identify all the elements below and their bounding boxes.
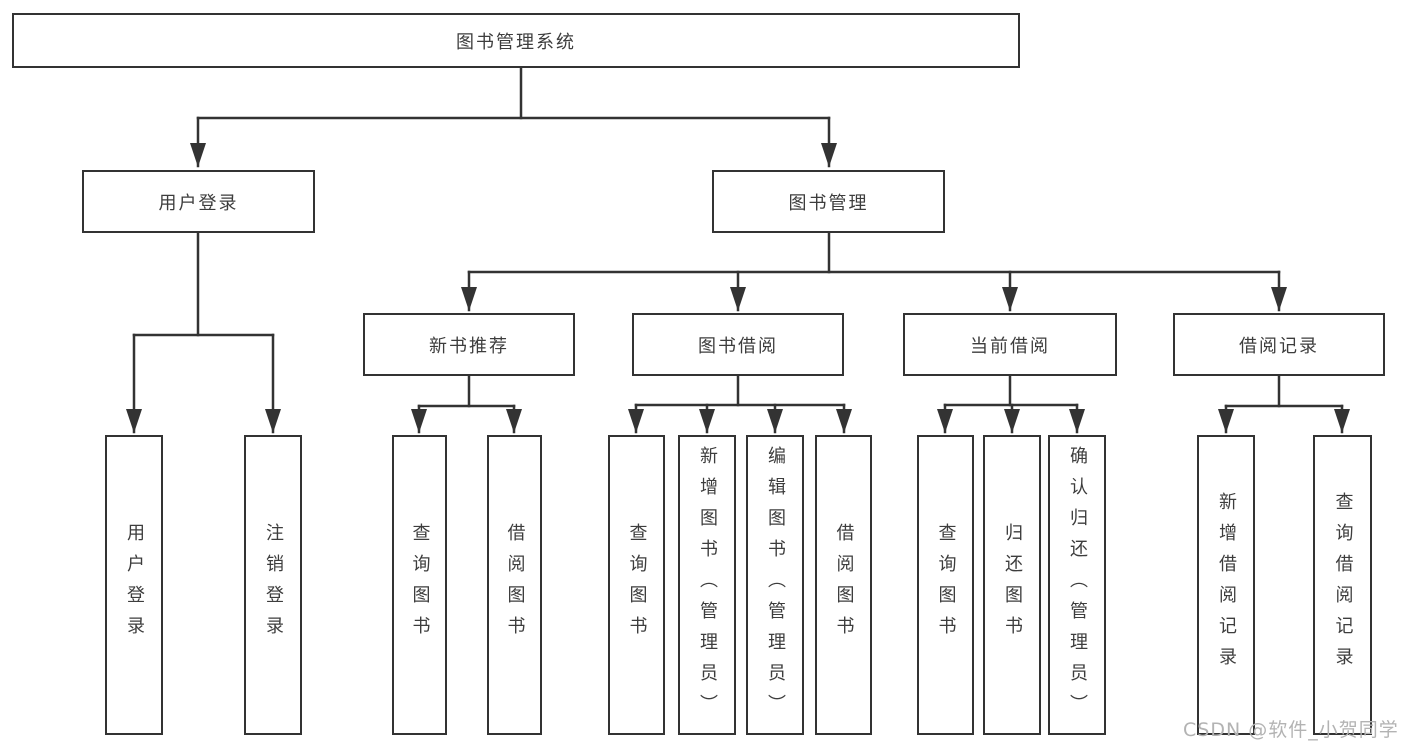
node-book-management-label: 图书管理 [788,192,869,214]
node-new-book-recommend-label: 新书推荐 [429,335,509,357]
node-root: 图书管理系统 [12,13,1020,68]
leaf-query-books-recommend-label: 查询图书 [409,523,431,647]
node-root-label: 图书管理系统 [456,31,576,53]
node-user-login-label: 用户登录 [158,192,239,214]
leaf-confirm-return-admin-label: 确认归还（管理员） [1067,445,1088,725]
leaf-user-login-label: 用户登录 [124,523,145,647]
node-book-borrow: 图书借阅 [632,313,844,376]
node-user-login: 用户登录 [82,170,315,233]
leaf-borrow-books-recommend: 借阅图书 [487,435,542,735]
leaf-edit-books-admin-label: 编辑图书（管理员） [765,445,786,725]
node-new-book-recommend: 新书推荐 [363,313,575,376]
leaf-user-login: 用户登录 [105,435,163,735]
leaf-confirm-return-admin: 确认归还（管理员） [1048,435,1106,735]
node-borrow-records: 借阅记录 [1173,313,1385,376]
leaf-logout: 注销登录 [244,435,302,735]
watermark-text: CSDN @软件_小贺同学 [1183,719,1399,741]
leaf-add-borrow-record-label: 新增借阅记录 [1216,492,1237,678]
node-book-management: 图书管理 [712,170,945,233]
leaf-logout-label: 注销登录 [263,523,284,647]
leaf-borrow-books-recommend-label: 借阅图书 [504,523,526,647]
leaf-return-books: 归还图书 [983,435,1041,735]
leaf-edit-books-admin: 编辑图书（管理员） [746,435,804,735]
leaf-add-borrow-record: 新增借阅记录 [1197,435,1255,735]
leaf-query-books-recommend: 查询图书 [392,435,447,735]
node-current-borrow-label: 当前借阅 [970,335,1050,357]
leaf-query-borrow-record-label: 查询借阅记录 [1332,492,1354,678]
leaf-query-books-borrow: 查询图书 [608,435,665,735]
node-borrow-records-label: 借阅记录 [1239,335,1319,357]
node-current-borrow: 当前借阅 [903,313,1117,376]
leaf-query-books-current: 查询图书 [917,435,974,735]
leaf-return-books-label: 归还图书 [1002,523,1023,647]
leaf-add-books-admin: 新增图书（管理员） [678,435,736,735]
leaf-borrow-books: 借阅图书 [815,435,872,735]
leaf-query-books-borrow-label: 查询图书 [626,523,648,647]
leaf-borrow-books-label: 借阅图书 [833,523,855,647]
leaf-query-borrow-record: 查询借阅记录 [1313,435,1372,735]
node-book-borrow-label: 图书借阅 [698,335,778,357]
leaf-add-books-admin-label: 新增图书（管理员） [697,445,718,725]
leaf-query-books-current-label: 查询图书 [935,523,957,647]
